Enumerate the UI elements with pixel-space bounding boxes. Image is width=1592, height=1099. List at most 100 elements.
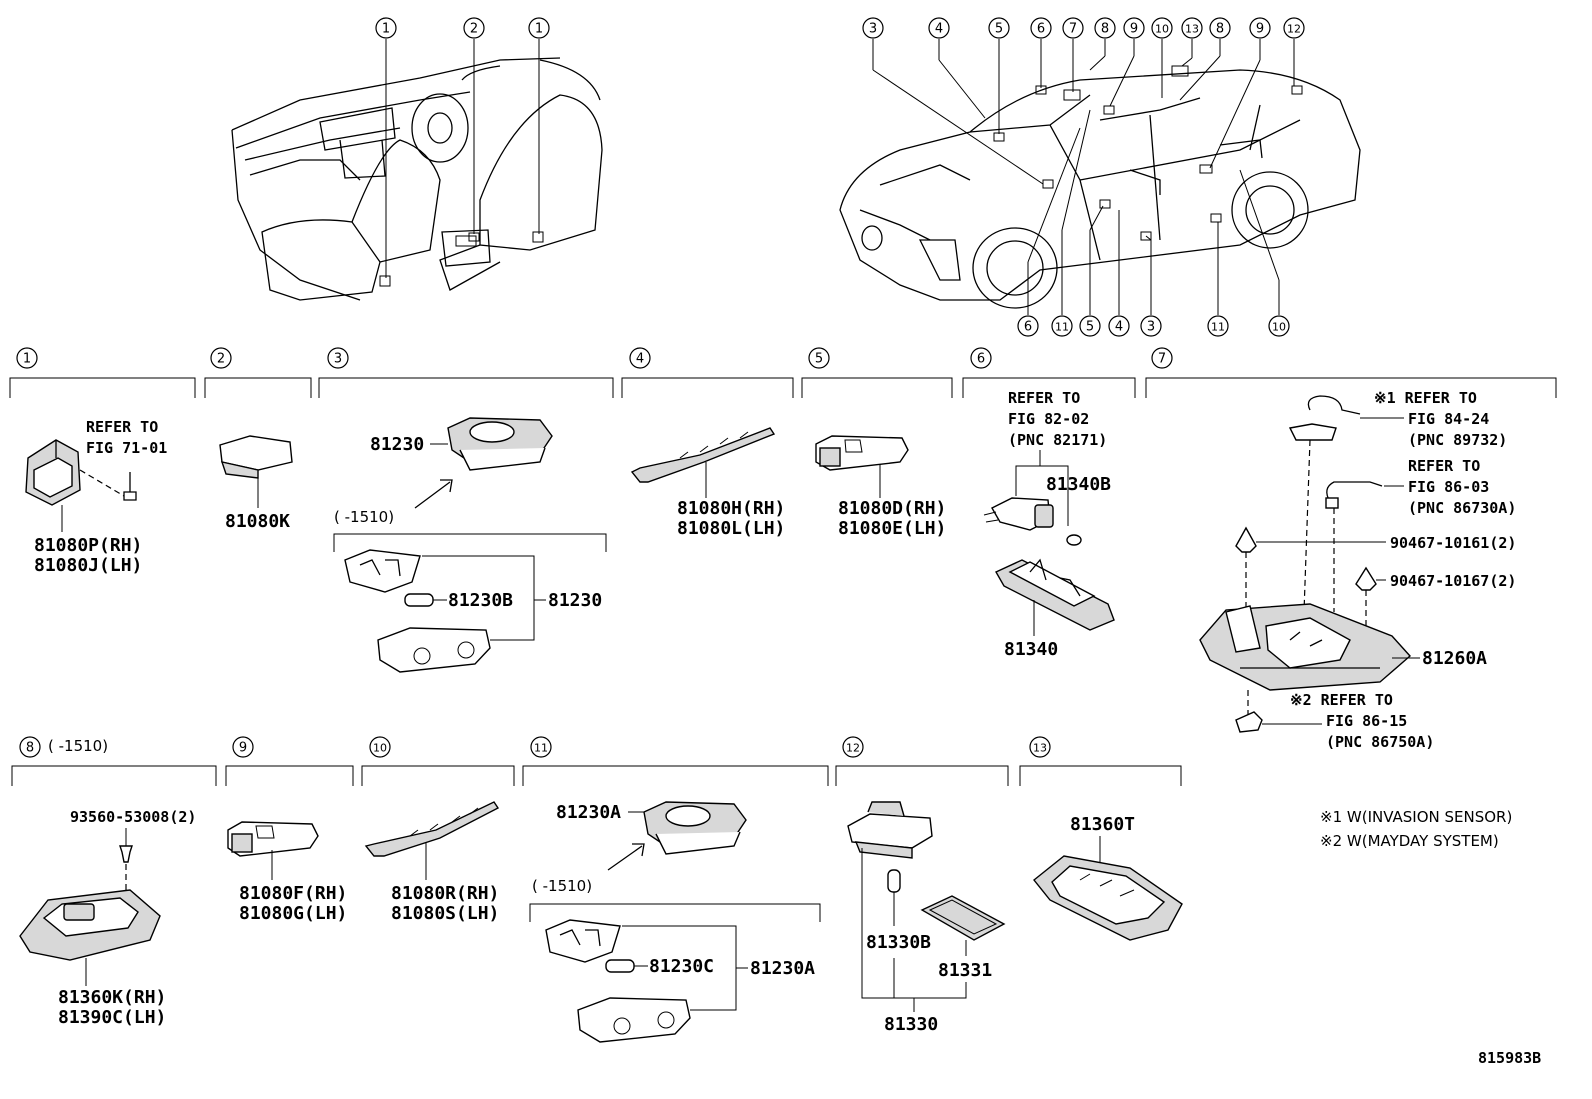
part-81230A-lens bbox=[577, 997, 691, 1043]
callout-11: 11 bbox=[1051, 315, 1073, 337]
s6-refer-line1: REFER TO bbox=[1008, 389, 1080, 407]
section-bracket-7 bbox=[1145, 377, 1557, 398]
callout-8: 8 bbox=[1094, 17, 1116, 39]
part-81230B-bulb bbox=[404, 593, 434, 607]
callout-4: 4 bbox=[928, 17, 950, 39]
callout-5-circle bbox=[1079, 315, 1101, 337]
callout-1-label: 1 bbox=[382, 22, 390, 37]
callout-2-circle bbox=[463, 17, 485, 39]
section-header-2: 2 bbox=[210, 347, 232, 369]
section-header-7-label: 7 bbox=[1158, 352, 1166, 367]
section-header-12-label: 12 bbox=[846, 742, 860, 755]
part-number-81331: 81331 bbox=[938, 960, 992, 981]
part-number-81080J: 81080J(LH) bbox=[34, 555, 142, 576]
part-number-81080K: 81080K bbox=[225, 511, 290, 532]
s7-note3-line3: (PNC 86750A) bbox=[1326, 733, 1434, 751]
install-arrow-2 bbox=[607, 843, 645, 871]
section-header-9: 9 bbox=[232, 736, 254, 758]
part-81230C-bulb bbox=[605, 959, 635, 973]
exterior-leaders bbox=[872, 39, 1295, 315]
s7-note3-line1: ※2 REFER TO bbox=[1290, 691, 1393, 709]
callout-1-label: 1 bbox=[535, 22, 543, 37]
part-81330B-bulb bbox=[887, 869, 901, 893]
part-number-81360T: 81360T bbox=[1070, 814, 1135, 835]
section-5: 81080D(RH) 81080E(LH) bbox=[815, 435, 946, 539]
section-header-12: 12 bbox=[842, 736, 864, 758]
callout-11-label: 11 bbox=[1211, 321, 1225, 334]
section-12: 81330B 81331 81330 bbox=[847, 801, 1006, 1035]
section-bracket-6 bbox=[962, 377, 1136, 398]
s7-note1-line2: FIG 84-24 bbox=[1408, 410, 1489, 428]
section-8: ( -1510) 93560-53008(2) 81360K(RH) 81390… bbox=[19, 737, 196, 1028]
callout-4-circle bbox=[928, 17, 950, 39]
callout-4-circle bbox=[1108, 315, 1130, 337]
sensor-harness-illustration bbox=[1307, 395, 1361, 415]
part-number-81360K: 81360K(RH) bbox=[58, 987, 166, 1008]
callout-5: 5 bbox=[988, 17, 1010, 39]
callout-6: 6 bbox=[1017, 315, 1039, 337]
callout-9-label: 9 bbox=[1130, 22, 1138, 37]
section-header-5-label: 5 bbox=[815, 352, 823, 367]
callout-11-circle bbox=[1207, 315, 1229, 337]
section-header-12-circle bbox=[842, 736, 864, 758]
section-bracket-3 bbox=[318, 377, 614, 398]
section-header-10-label: 10 bbox=[373, 742, 387, 755]
callout-7: 7 bbox=[1062, 17, 1084, 39]
section-bracket-11 bbox=[522, 765, 829, 786]
part-number-81080R: 81080R(RH) bbox=[391, 883, 499, 904]
part-81080H-illustration bbox=[630, 427, 776, 483]
callout-2-label: 2 bbox=[470, 22, 478, 37]
clip-90467-10161 bbox=[1235, 526, 1257, 553]
section-bracket-2 bbox=[204, 377, 312, 398]
part-number-81080E: 81080E(LH) bbox=[838, 518, 946, 539]
callout-8-label: 8 bbox=[1101, 22, 1109, 37]
part-number-81080S: 81080S(LH) bbox=[391, 903, 499, 924]
callout-3-label: 3 bbox=[869, 22, 877, 37]
callout-13-label: 13 bbox=[1185, 23, 1199, 36]
callout-6-label: 6 bbox=[1024, 320, 1032, 335]
callout-9: 9 bbox=[1123, 17, 1145, 39]
section-header-5-circle bbox=[808, 347, 830, 369]
part-number-81080H: 81080H(RH) bbox=[677, 498, 785, 519]
interior-leaders bbox=[385, 39, 540, 278]
section-header-3-label: 3 bbox=[334, 352, 342, 367]
section-bracket-12 bbox=[835, 765, 1009, 786]
callout-10-label: 10 bbox=[1155, 23, 1169, 36]
s7-note2-line3: (PNC 86730A) bbox=[1408, 499, 1516, 517]
callout-10-circle bbox=[1268, 315, 1290, 337]
section-bracket-13 bbox=[1019, 765, 1182, 786]
callout-11-label: 11 bbox=[1055, 321, 1069, 334]
callout-1-circle bbox=[528, 17, 550, 39]
callout-9-label: 9 bbox=[1256, 22, 1264, 37]
connector-86750A bbox=[1235, 711, 1263, 733]
legend-note-1: ※1 W(INVASION SENSOR) bbox=[1320, 808, 1512, 826]
section-bracket-8 bbox=[11, 765, 217, 786]
callout-3: 3 bbox=[1140, 315, 1162, 337]
part-number-81230A-top: 81230A bbox=[556, 802, 621, 823]
s7-note1-line1: ※1 REFER TO bbox=[1374, 389, 1477, 407]
section-7: ※1 REFER TO FIG 84-24 (PNC 89732) REFER … bbox=[1199, 389, 1516, 751]
part-number-81260A: 81260A bbox=[1422, 648, 1487, 669]
section-header-11-label: 11 bbox=[534, 742, 548, 755]
section-1: REFER TO FIG 71-01 81080P(RH) 81080J(LH) bbox=[25, 418, 167, 576]
part-number-81330B: 81330B bbox=[866, 932, 931, 953]
part-number-81340B: 81340B bbox=[1046, 474, 1111, 495]
section-header-6: 6 bbox=[970, 347, 992, 369]
section-bracket-4 bbox=[621, 377, 794, 398]
part-number-81080D: 81080D(RH) bbox=[838, 498, 946, 519]
callout-6: 6 bbox=[1030, 17, 1052, 39]
section-header-6-label: 6 bbox=[977, 352, 985, 367]
section-13: 81360T bbox=[1033, 814, 1183, 941]
section-header-2-circle bbox=[210, 347, 232, 369]
callout-1: 1 bbox=[528, 17, 550, 39]
section-bracket-5 bbox=[801, 377, 953, 398]
callout-3-circle bbox=[1140, 315, 1162, 337]
callout-10-circle bbox=[1151, 17, 1173, 39]
part-81331-lens bbox=[920, 895, 1006, 941]
s6-refer-line2: FIG 82-02 bbox=[1008, 410, 1089, 428]
part-number-81230B: 81230B bbox=[448, 590, 513, 611]
s11-range: ( -1510) bbox=[532, 877, 592, 895]
part-number-81080F: 81080F(RH) bbox=[239, 883, 347, 904]
s3-range: ( -1510) bbox=[334, 508, 394, 526]
section-header-7: 7 bbox=[1151, 347, 1173, 369]
